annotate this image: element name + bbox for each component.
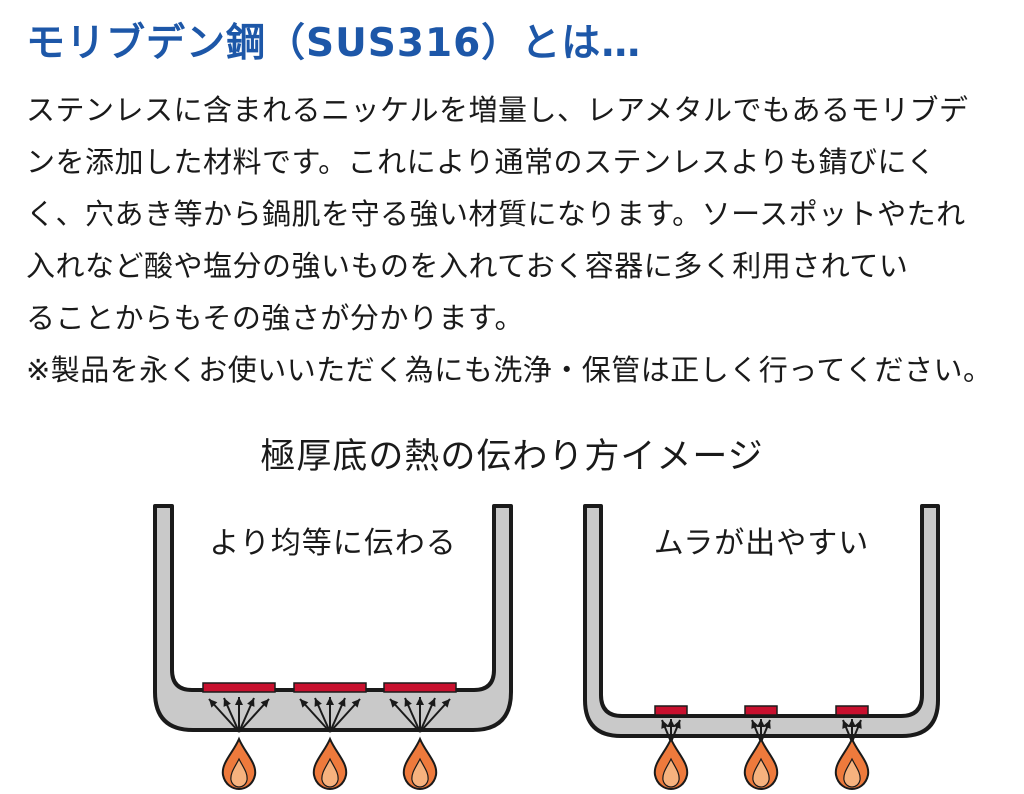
arrow-icon xyxy=(238,697,255,733)
arrow-icon xyxy=(419,697,436,733)
thin-bottom-pot xyxy=(583,504,940,743)
arrow-icon xyxy=(842,719,853,743)
heat-spot-icon xyxy=(835,705,869,716)
care-note: ※製品を永くお使いいただく為にも洗浄・保管は正しく行ってください。 xyxy=(26,353,993,387)
arrow-icon xyxy=(389,698,421,733)
even-heat-label: より均等に伝わる xyxy=(209,526,457,561)
arrow-icon xyxy=(661,719,672,743)
pot-wall xyxy=(153,504,513,732)
arrow-icon xyxy=(235,697,243,732)
heat-spot-icon xyxy=(202,682,276,693)
arrow-icon xyxy=(760,719,771,743)
description-line: 入れなど酸や塩分の強いものを入れておく容器に多く利用されてい xyxy=(26,249,909,283)
arrow-icon xyxy=(416,697,424,732)
arrow-icon xyxy=(404,697,421,733)
arrow-icon xyxy=(670,719,681,743)
arrow-icon xyxy=(238,698,270,733)
description-text: ステンレスに含まれるニッケルを増量し、レアメタルでもあるモリブデ ンを添加した材… xyxy=(26,84,1001,396)
arrow-icon xyxy=(326,697,334,732)
arrow-icon xyxy=(329,697,346,733)
arrow-icon xyxy=(419,698,451,733)
flame-icon xyxy=(743,736,779,791)
description-line: く、穴あき等から鍋肌を守る強い材質になります。ソースポットやたれ xyxy=(26,197,966,231)
flame-icon xyxy=(653,736,689,791)
uneven-heat-label: ムラが出やすい xyxy=(653,526,870,561)
arrow-icon xyxy=(208,698,240,733)
flame-icon xyxy=(402,736,438,791)
description-line: ステンレスに含まれるニッケルを増量し、レアメタルでもあるモリブデ xyxy=(26,93,969,127)
heat-spot-icon xyxy=(383,682,457,693)
arrow-icon xyxy=(299,698,331,733)
arrow-icon xyxy=(329,698,361,733)
page-title: モリブデン鋼（SUS316）とは… xyxy=(26,21,642,66)
thick-bottom-pot xyxy=(153,504,513,733)
flame-icon xyxy=(312,736,348,791)
arrow-icon xyxy=(751,719,762,743)
flame-icon xyxy=(221,736,257,791)
heat-spot-icon xyxy=(744,705,778,716)
heat-spot-icon xyxy=(654,705,688,716)
diagram-title: 極厚底の熱の伝わり方イメージ xyxy=(260,437,764,477)
description-line: ることからもその強さが分かります。 xyxy=(26,301,525,335)
arrow-icon xyxy=(851,719,862,743)
flame-icon xyxy=(834,736,870,791)
description-line: ンを添加した材料です。これにより通常のステンレスよりも錆びにく xyxy=(26,145,936,179)
pot-wall xyxy=(583,504,940,738)
arrow-icon xyxy=(223,697,240,733)
arrow-icon xyxy=(314,697,331,733)
heat-spot-icon xyxy=(293,682,367,693)
